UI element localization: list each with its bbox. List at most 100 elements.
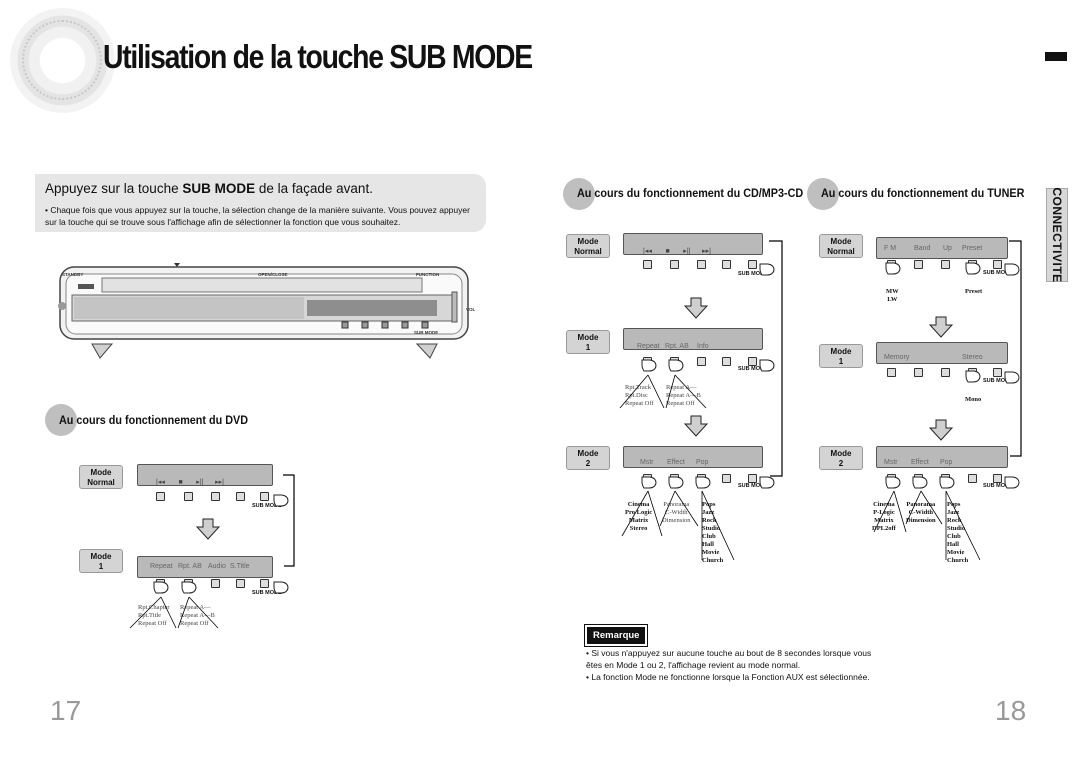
hand-pointer-icon — [641, 476, 657, 489]
tuner-mode2-bracket-lines — [873, 490, 981, 561]
tuner-m1-btn-2[interactable] — [914, 368, 923, 377]
tuner-mode1-item-2: Stereo — [962, 354, 983, 361]
cd-btn-2[interactable] — [670, 260, 679, 269]
cd-mode1-item-3: Info — [697, 343, 709, 350]
hand-pointer-icon — [965, 262, 981, 275]
dvd-section-heading: Au cours du fonctionnement du DVD — [59, 413, 248, 427]
cd-loop-line — [769, 240, 783, 477]
tuner-section-heading: Au cours du fonctionnement du TUNER — [821, 186, 1025, 200]
cd-mode1-options-1: Rpt.Track Rpt.Disc Repeat Off — [625, 384, 654, 407]
cd-mode2-item-1: Mstr — [640, 459, 654, 466]
tuner-sub-mode-button[interactable] — [993, 260, 1002, 269]
intro-body: • Chaque fois que vous appuyez sur la to… — [45, 205, 470, 227]
cd-mode2-item-3: Pop — [696, 459, 709, 466]
intro-panel — [35, 174, 486, 232]
open-close-label: OPEN/CLOSE — [258, 272, 288, 277]
hand-pointer-icon — [695, 476, 711, 489]
mode-value: 2 — [838, 459, 844, 468]
mode-label: Mode — [830, 347, 852, 356]
dvd-mode1-item-3: Audio — [208, 563, 226, 570]
tuner-normal-display — [876, 237, 1008, 259]
dvd-m1-sub-mode-button[interactable] — [260, 579, 269, 588]
dvd-mode1-options-2: Repeat A— Repeat A—B Repeat Off — [180, 604, 215, 627]
mode-label: Mode — [830, 237, 852, 246]
tuner-m1-sub-mode-label: SUB MODE — [983, 378, 1013, 384]
hand-pointer-icon — [273, 581, 289, 594]
cd-btn-3[interactable] — [697, 260, 706, 269]
cd-mode1-options-2: Repeat A— Repeat A—B Repeat Off — [666, 384, 701, 407]
mode-value: 2 — [585, 459, 591, 468]
tuner-btn-3[interactable] — [941, 260, 950, 269]
dvd-section-marker — [45, 404, 77, 436]
page-number-left: 17 — [50, 695, 82, 726]
tuner-normal-item-2: Band — [914, 245, 931, 252]
mode-label: Mode — [577, 237, 599, 246]
section-tab: CONNECTIVITE — [1046, 187, 1068, 283]
tuner-mode2-display — [876, 446, 1008, 468]
tuner-m1-btn-3[interactable] — [941, 368, 950, 377]
hand-pointer-icon — [965, 370, 981, 383]
dvd-sub-mode-button[interactable] — [260, 492, 269, 501]
down-arrow-icon — [684, 415, 708, 437]
dvd-btn-1[interactable] — [156, 492, 165, 501]
tuner-m2-sub-mode-button[interactable] — [993, 474, 1002, 483]
hand-pointer-icon — [181, 581, 197, 594]
tuner-normal-item-3: Up — [943, 245, 952, 252]
dvd-m1-btn-4[interactable] — [236, 579, 245, 588]
cd-btn-4[interactable] — [722, 260, 731, 269]
hand-pointer-icon — [885, 262, 901, 275]
dvd-mode1-bracket-lines — [129, 596, 219, 629]
cd-m1-btn-4[interactable] — [722, 357, 731, 366]
vol-label: VOL — [466, 307, 476, 312]
disc-dots-graphic — [22, 20, 102, 100]
cd-mode1-item-1: Repeat — [637, 343, 660, 350]
cd-m1-sub-mode-button[interactable] — [748, 357, 757, 366]
dvd-mode1-item-4: S.Title — [230, 563, 250, 570]
tuner-mode1-item-1: Memory — [884, 354, 910, 361]
cd-m1-btn-3[interactable] — [697, 357, 706, 366]
tuner-loop-line — [1009, 240, 1022, 457]
tuner-btn-2[interactable] — [914, 260, 923, 269]
hand-pointer-icon — [912, 476, 928, 489]
tuner-section-marker — [807, 178, 839, 210]
dvd-btn-4[interactable] — [236, 492, 245, 501]
dvd-mode1-item-2: Rpt. AB — [178, 563, 202, 570]
dvd-mode1-display — [137, 556, 273, 578]
section-tab-label: CONNECTIVITE — [1050, 187, 1064, 283]
cd-mode2-bracket-lines — [621, 490, 735, 561]
hand-pointer-icon — [1004, 476, 1020, 489]
dvd-mode1-options-1: Rpt.Chapter Rpt.Title Repeat Off — [138, 604, 170, 627]
hand-pointer-icon — [759, 359, 775, 372]
hand-pointer-icon — [273, 494, 289, 507]
tuner-normal-item-1: F M — [884, 245, 897, 252]
remark-note-1: • Si vous n'appuyez sur aucune touche au… — [586, 648, 872, 670]
dvd-btn-2[interactable] — [184, 492, 193, 501]
tuner-m1-btn-1[interactable] — [887, 368, 896, 377]
tuner-m2-btn-4[interactable] — [968, 474, 977, 483]
tuner-mode2-item-3: Pop — [940, 459, 953, 466]
cd-m2-sub-mode-button[interactable] — [748, 474, 757, 483]
tuner-m1-sub-mode-button[interactable] — [993, 368, 1002, 377]
tuner-mode2-options-2: Panorama C-Width Dimension — [906, 501, 936, 524]
device-front-panel — [58, 263, 469, 359]
mode-label: Mode — [577, 449, 599, 458]
hand-pointer-icon — [1004, 371, 1020, 384]
cd-section-marker — [563, 178, 595, 210]
dvd-btn-3[interactable] — [211, 492, 220, 501]
dvd-m1-btn-3[interactable] — [211, 579, 220, 588]
mode-value: 1 — [838, 357, 844, 366]
device-sub-mode-label: SUB MODE — [414, 330, 439, 335]
hand-pointer-icon — [885, 476, 901, 489]
cd-btn-1[interactable] — [643, 260, 652, 269]
cd-sub-mode-button[interactable] — [748, 260, 757, 269]
dvd-transport-icons: |◂◂ ■ ▸|| ▸▸| — [156, 479, 224, 486]
cd-m2-btn-4[interactable] — [722, 474, 731, 483]
tuner-mode2-item-1: Mstr — [884, 459, 898, 466]
remark-label: Remarque — [583, 624, 649, 647]
tuner-mode1-options: Mono — [965, 396, 982, 403]
cd-section-heading: Au cours du fonctionnement du CD/MP3-CD — [577, 186, 804, 200]
